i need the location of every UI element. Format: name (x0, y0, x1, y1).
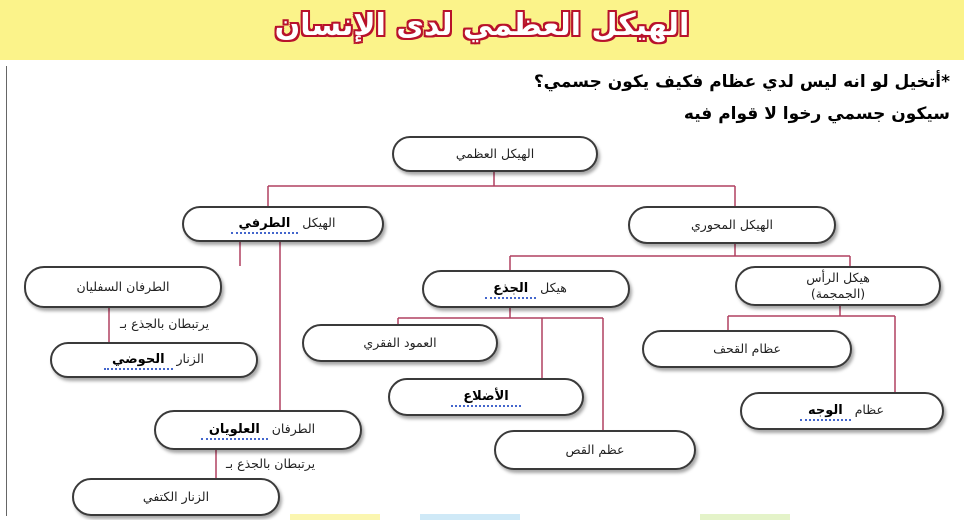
node-skeleton: الهيكل العظمي (392, 136, 598, 172)
blank-appendicular: الطرفي (230, 215, 299, 234)
node-axial-label: الهيكل المحوري (691, 217, 774, 232)
node-appendicular-label: الهيكل الطرفي (230, 214, 336, 234)
node-trunk: هيكل الجذع (422, 270, 630, 308)
node-appendicular-answer: الطرفي (238, 215, 291, 231)
title-banner: الهيكل العظمي لدى الإنسان (0, 0, 964, 60)
node-upper-limbs-label: الطرفان العلويان (200, 420, 316, 440)
page-border (6, 66, 7, 516)
blank-upper: العلويان (200, 421, 268, 440)
connector-lower-text: يرتبطان بالجذع بـ (120, 316, 210, 331)
answer-text: سيكون جسمي رخوا لا قوام فيه (683, 104, 950, 124)
node-skull-label: هيكل الرأس (806, 270, 870, 285)
blank-ribs: الأضلاع (451, 388, 521, 407)
bottom-strip-3 (700, 514, 790, 520)
node-appendicular-text: الهيكل (302, 214, 336, 230)
blank-pelvic: الحوضي (104, 351, 173, 370)
blank-face: الوجه (800, 402, 851, 421)
node-shoulder-girdle: الزنار الكتفي (72, 478, 280, 516)
node-upper-limbs-answer: العلويان (208, 421, 260, 437)
connector-upper-text: يرتبطان بالجذع بـ (226, 456, 316, 471)
node-cranium-label: عظام القحف (713, 341, 781, 356)
node-upper-limbs: الطرفان العلويان (154, 410, 362, 450)
node-ribs: الأضلاع (388, 378, 584, 416)
node-face-label: عظام الوجه (800, 402, 884, 421)
node-face-answer: الوجه (808, 402, 843, 418)
node-shoulder-girdle-label: الزنار الكتفي (142, 489, 210, 504)
node-spine: العمود الفقري (302, 324, 498, 362)
node-trunk-label: هيكل الجذع (485, 280, 567, 299)
bottom-strip-1 (290, 514, 380, 520)
node-pelvic-girdle-label: الزنار الحوضي (104, 351, 204, 370)
node-face-text: عظام (854, 401, 884, 417)
node-lower-limbs: الطرفان السفليان (24, 266, 222, 308)
node-sternum-label: عظم القص (565, 442, 625, 457)
node-skeleton-label: الهيكل العظمي (455, 146, 535, 161)
node-pelvic-girdle: الزنار الحوضي (50, 342, 258, 378)
node-skull-sublabel: (الجمجمة) (810, 286, 866, 301)
node-trunk-text: هيكل (540, 279, 567, 295)
node-face: عظام الوجه (740, 392, 944, 430)
page-title: الهيكل العظمي لدى الإنسان (274, 8, 690, 43)
node-lower-limbs-label: الطرفان السفليان (76, 279, 170, 294)
question-text: *أتخيل لو انه ليس لدي عظام فكيف يكون جسم… (533, 72, 950, 92)
bottom-strip-2 (420, 514, 520, 520)
blank-trunk: الجذع (485, 280, 537, 299)
node-trunk-answer: الجذع (493, 280, 529, 296)
node-skull: هيكل الرأس (الجمجمة) (735, 266, 941, 306)
node-upper-limbs-text: الطرفان (271, 420, 316, 436)
node-sternum: عظم القص (494, 430, 696, 470)
node-cranium: عظام القحف (642, 330, 852, 368)
node-pelvic-girdle-answer: الحوضي (111, 351, 165, 367)
node-ribs-answer: الأضلاع (463, 388, 509, 404)
node-spine-label: العمود الفقري (363, 335, 437, 350)
node-pelvic-girdle-text: الزنار (176, 350, 204, 366)
node-axial: الهيكل المحوري (628, 206, 836, 244)
node-appendicular: الهيكل الطرفي (182, 206, 384, 242)
